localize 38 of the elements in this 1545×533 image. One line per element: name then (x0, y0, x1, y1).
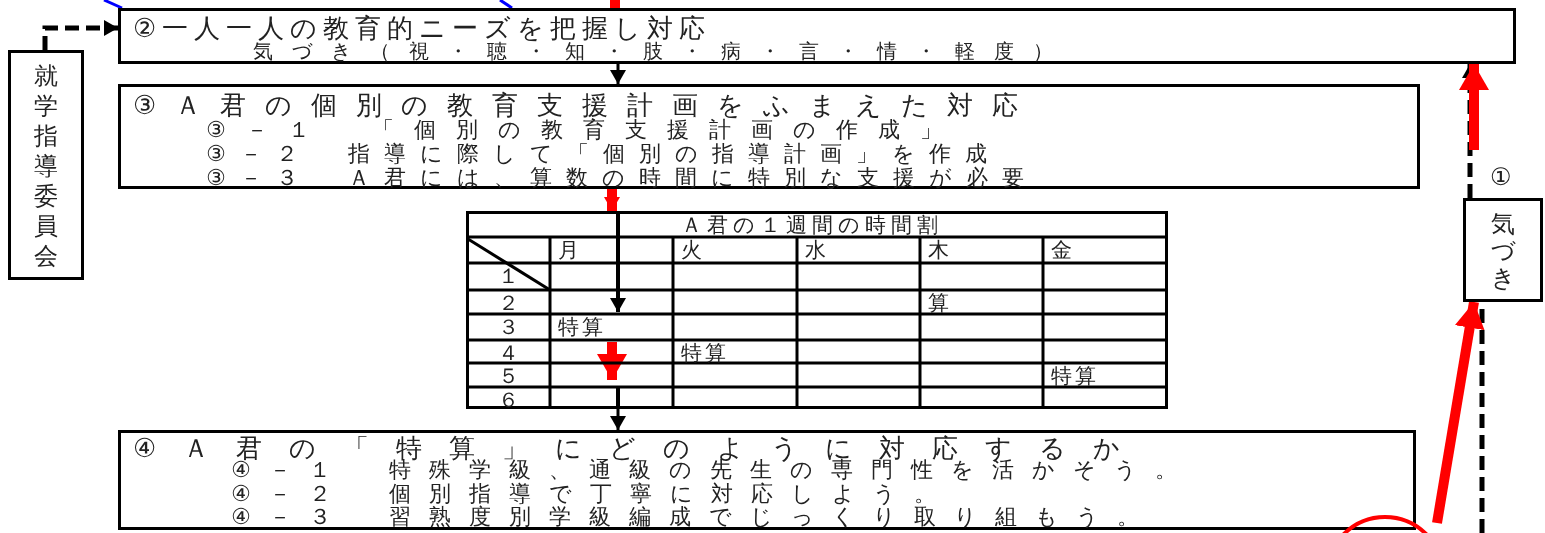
process-box (118, 430, 1416, 530)
arrow (42, 20, 118, 50)
period-number: １ (498, 266, 522, 287)
body-text: ③－１ 「個別の教育支援計画の作成」 (206, 119, 962, 141)
committee-label: 就学指導委員会 (34, 61, 58, 271)
class-entry: 特算 (681, 343, 729, 364)
step-number: ① (1490, 165, 1512, 189)
day-header: 月 (558, 240, 582, 261)
period-number: ３ (498, 317, 522, 338)
awareness-label: 気づき (1491, 211, 1515, 292)
arrow (610, 64, 626, 84)
class-entry: 特算 (558, 317, 606, 338)
body-text: ③－３ Ａ君には、算数の時間に特別な支援が必要 (206, 167, 1038, 189)
heading-text: ③Ａ君の個別の教育支援計画をふまえた対応 (133, 92, 1038, 118)
period-number: ５ (498, 366, 522, 387)
body-text: ④－３ 習熟度別学級編成でじっくり取り組もう。 (231, 506, 1157, 528)
day-header: 火 (681, 240, 705, 261)
body-text: 気づき（視・聴・知・肢・病・言・情・軽度） (253, 41, 1072, 61)
day-header: 水 (805, 240, 829, 261)
day-header: 金 (1051, 240, 1075, 261)
period-number: ２ (498, 293, 522, 314)
day-header: 木 (928, 240, 952, 261)
arrow (1459, 64, 1489, 150)
table-title: Ａ君の１週間の時間割 (681, 215, 943, 236)
process-box (118, 8, 1516, 64)
class-entry: 算 (928, 293, 952, 314)
arrow (610, 409, 626, 430)
arrow (604, 189, 620, 211)
class-entry: 特算 (1051, 366, 1099, 387)
heading-text: ②一人一人の教育的ニーズを把握し対応 (133, 15, 712, 41)
body-text: ③－２ 指導に際して「個別の指導計画」を作成 (206, 143, 1001, 165)
period-number: ６ (498, 390, 522, 411)
timetable-table (466, 211, 1168, 409)
arrow (607, 0, 623, 8)
body-text: ④－２ 個別指導で丁寧に対応しよう。 (231, 483, 954, 505)
process-box (118, 84, 1420, 189)
period-number: ４ (498, 343, 522, 364)
committee-box (8, 50, 84, 280)
